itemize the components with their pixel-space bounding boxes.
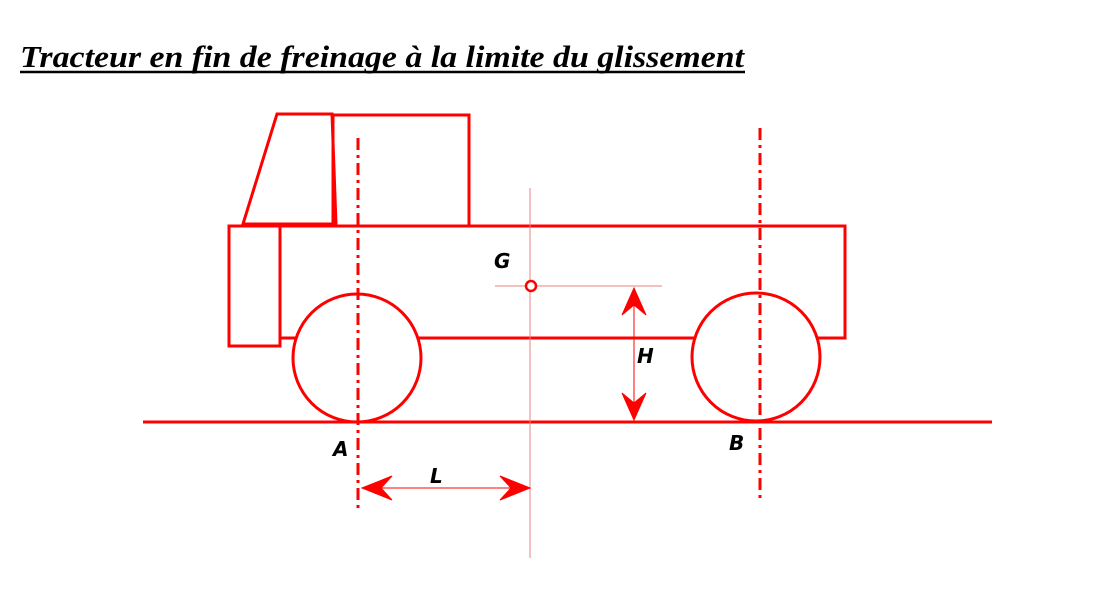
- label-h: H: [637, 344, 654, 368]
- diagram-title: Tracteur en fin de freinage à la limite …: [20, 39, 746, 74]
- label-a: A: [331, 437, 348, 461]
- front-bumper: [227, 224, 282, 348]
- h-dimension: [621, 286, 647, 422]
- label-b: B: [729, 431, 744, 455]
- rear-wheel: [690, 291, 822, 423]
- label-l: L: [430, 464, 443, 488]
- tractor-body: [227, 112, 847, 348]
- cab-box: [331, 113, 471, 228]
- cab: [240, 112, 338, 226]
- center-of-gravity-marker: [524, 279, 538, 293]
- label-g: G: [494, 249, 510, 273]
- l-dimension: [360, 475, 532, 501]
